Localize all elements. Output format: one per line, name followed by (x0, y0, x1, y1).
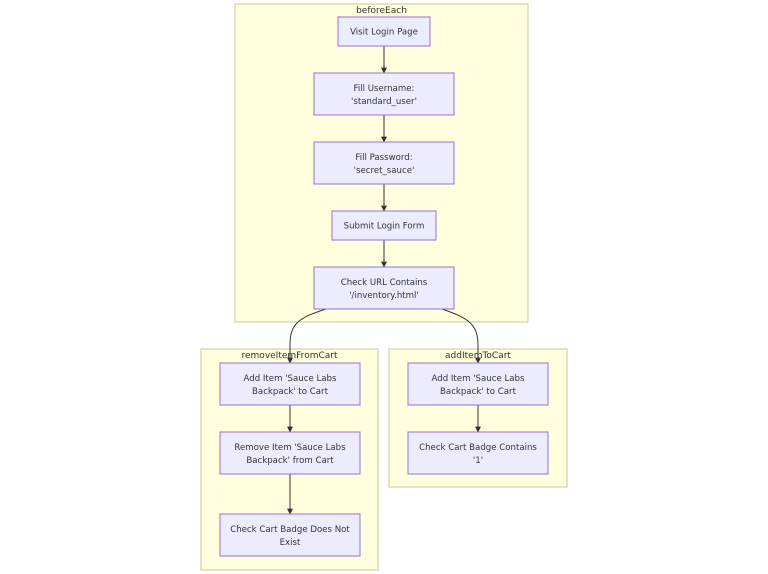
node-check-url-line-2: '/inventory.html' (349, 291, 419, 301)
node-fill-username-line-1: Fill Username: (354, 84, 415, 94)
node-add-check-badge-line-2: '1' (473, 456, 483, 466)
node-remove-check-badge-box (219, 513, 361, 557)
node-fill-username-box (313, 72, 455, 116)
node-remove-remove-item-box (219, 431, 361, 475)
edge-check-url-to-remove-cluster (287, 308, 327, 364)
node-fill-password: Fill Password: 'secret_sauce' (313, 141, 455, 185)
node-add-add-item: Add Item 'Sauce Labs Backpack' to Cart (407, 362, 549, 406)
node-remove-remove-item: Remove Item 'Sauce Labs Backpack' from C… (219, 431, 361, 475)
node-remove-remove-item-line-2: Backpack' from Cart (246, 456, 334, 466)
node-fill-username: Fill Username: 'standard_user' (313, 72, 455, 116)
node-submit-login: Submit Login Form (331, 210, 437, 241)
node-fill-password-line-2: 'secret_sauce' (354, 166, 415, 176)
cluster-before-each-title: beforeEach (356, 6, 407, 16)
node-add-check-badge-box (407, 431, 549, 475)
node-check-url-box (313, 266, 455, 310)
node-remove-check-badge: Check Cart Badge Does Not Exist (219, 513, 361, 557)
node-add-check-badge-line-1: Check Cart Badge Contains (419, 443, 537, 453)
node-remove-add-item-line-1: Add Item 'Sauce Labs (244, 374, 337, 384)
node-visit-login: Visit Login Page (337, 16, 431, 47)
node-remove-check-badge-line-1: Check Cart Badge Does Not (230, 525, 350, 535)
node-fill-password-box (313, 141, 455, 185)
node-submit-login-line-1: Submit Login Form (344, 222, 425, 232)
edge-check-url-to-add-cluster (441, 308, 481, 364)
edges (287, 46, 481, 515)
node-submit-login-box (331, 210, 437, 241)
node-fill-password-line-1: Fill Password: (355, 153, 412, 163)
node-check-url-line-1: Check URL Contains (341, 278, 428, 288)
node-remove-add-item-box (219, 362, 361, 406)
node-check-url: Check URL Contains '/inventory.html' (313, 266, 455, 310)
node-remove-check-badge-line-2: Exist (280, 538, 301, 548)
node-remove-add-item: Add Item 'Sauce Labs Backpack' to Cart (219, 362, 361, 406)
node-visit-login-box (337, 16, 431, 47)
node-add-add-item-line-1: Add Item 'Sauce Labs (432, 374, 525, 384)
node-add-add-item-line-2: Backpack' to Cart (440, 387, 517, 397)
node-visit-login-line-1: Visit Login Page (350, 28, 418, 38)
node-remove-add-item-line-2: Backpack' to Cart (252, 387, 329, 397)
node-fill-username-line-2: 'standard_user' (351, 97, 417, 107)
node-add-add-item-box (407, 362, 549, 406)
node-add-check-badge: Check Cart Badge Contains '1' (407, 431, 549, 475)
node-remove-remove-item-line-1: Remove Item 'Sauce Labs (234, 443, 346, 453)
